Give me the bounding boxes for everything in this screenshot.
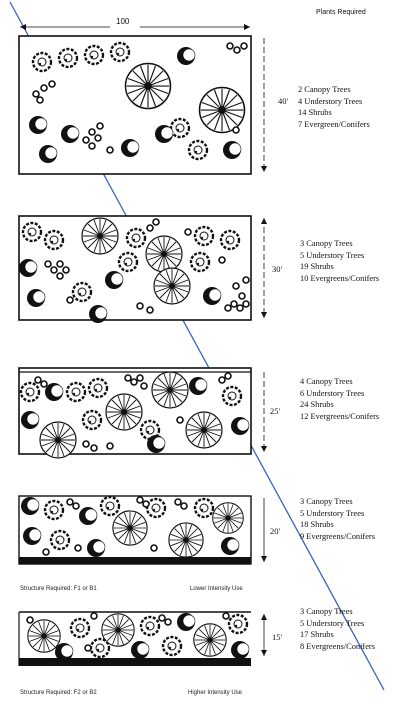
list-item: 10 Evergreens/Conifers bbox=[300, 273, 380, 283]
list-item: 14 Shrubs bbox=[298, 108, 332, 117]
plant-list-30: 3 Canopy Trees 5 Understory Trees 19 Shr… bbox=[300, 238, 379, 284]
list-item: 18 Shrubs bbox=[300, 520, 334, 529]
structure-caption-lower: Structure Required: F1 or B1 bbox=[20, 586, 97, 592]
plant-list-20: 3 Canopy Trees 5 Understory Trees 18 Shr… bbox=[300, 496, 375, 542]
width-dimension-label: 100 bbox=[116, 17, 130, 26]
list-item: 19 Shrubs bbox=[300, 262, 334, 271]
list-item: 4 Canopy Trees bbox=[300, 377, 353, 386]
buffer-panel-15 bbox=[18, 611, 267, 666]
list-item: 9 Evergreens/Conifers bbox=[300, 531, 375, 541]
list-item: 17 Shrubs bbox=[300, 630, 334, 639]
plant-list-40: 2 Canopy Trees 4 Understory Trees 14 Shr… bbox=[298, 84, 370, 130]
list-item: 2 Canopy Trees bbox=[298, 85, 351, 94]
list-item: 8 Evergreens/Conifers bbox=[300, 641, 375, 651]
list-item: 12 Evergreens/Conifers bbox=[300, 411, 380, 421]
depth-label-25: 25' bbox=[270, 406, 281, 416]
list-item: 5 Understory Trees bbox=[300, 508, 365, 518]
list-item: 7 Evergreen/Conifers bbox=[298, 119, 370, 129]
buffer-panel-20 bbox=[18, 495, 267, 565]
list-item: 3 Canopy Trees bbox=[300, 607, 353, 616]
intensity-caption-lower: Lower Intensity Use bbox=[190, 586, 243, 592]
plants-required-header: Plants Required bbox=[316, 9, 366, 16]
list-item: 24 Shrubs bbox=[300, 400, 334, 409]
intensity-caption-higher: Higher Intensity Use bbox=[188, 690, 243, 696]
depth-label-30: 30' bbox=[272, 264, 283, 274]
list-item: 3 Canopy Trees bbox=[300, 497, 353, 506]
structure-caption-higher: Structure Required: F2 or B2 bbox=[20, 690, 97, 696]
list-item: 4 Understory Trees bbox=[298, 96, 363, 106]
buffer-panel-30 bbox=[18, 215, 267, 324]
list-item: 6 Understory Trees bbox=[300, 388, 365, 398]
plant-list-15: 3 Canopy Trees 5 Understory Trees 17 Shr… bbox=[300, 606, 375, 652]
list-item: 3 Canopy Trees bbox=[300, 239, 353, 248]
list-item: 5 Understory Trees bbox=[300, 250, 365, 260]
depth-label-40: 40' bbox=[278, 96, 289, 106]
buffer-panel-25 bbox=[18, 367, 267, 459]
plant-list-25: 4 Canopy Trees 6 Understory Trees 24 Shr… bbox=[300, 376, 379, 422]
depth-label-15: 15' bbox=[272, 632, 283, 642]
depth-label-20: 20' bbox=[270, 526, 281, 536]
buffer-panel-40 bbox=[18, 35, 267, 175]
list-item: 5 Understory Trees bbox=[300, 618, 365, 628]
